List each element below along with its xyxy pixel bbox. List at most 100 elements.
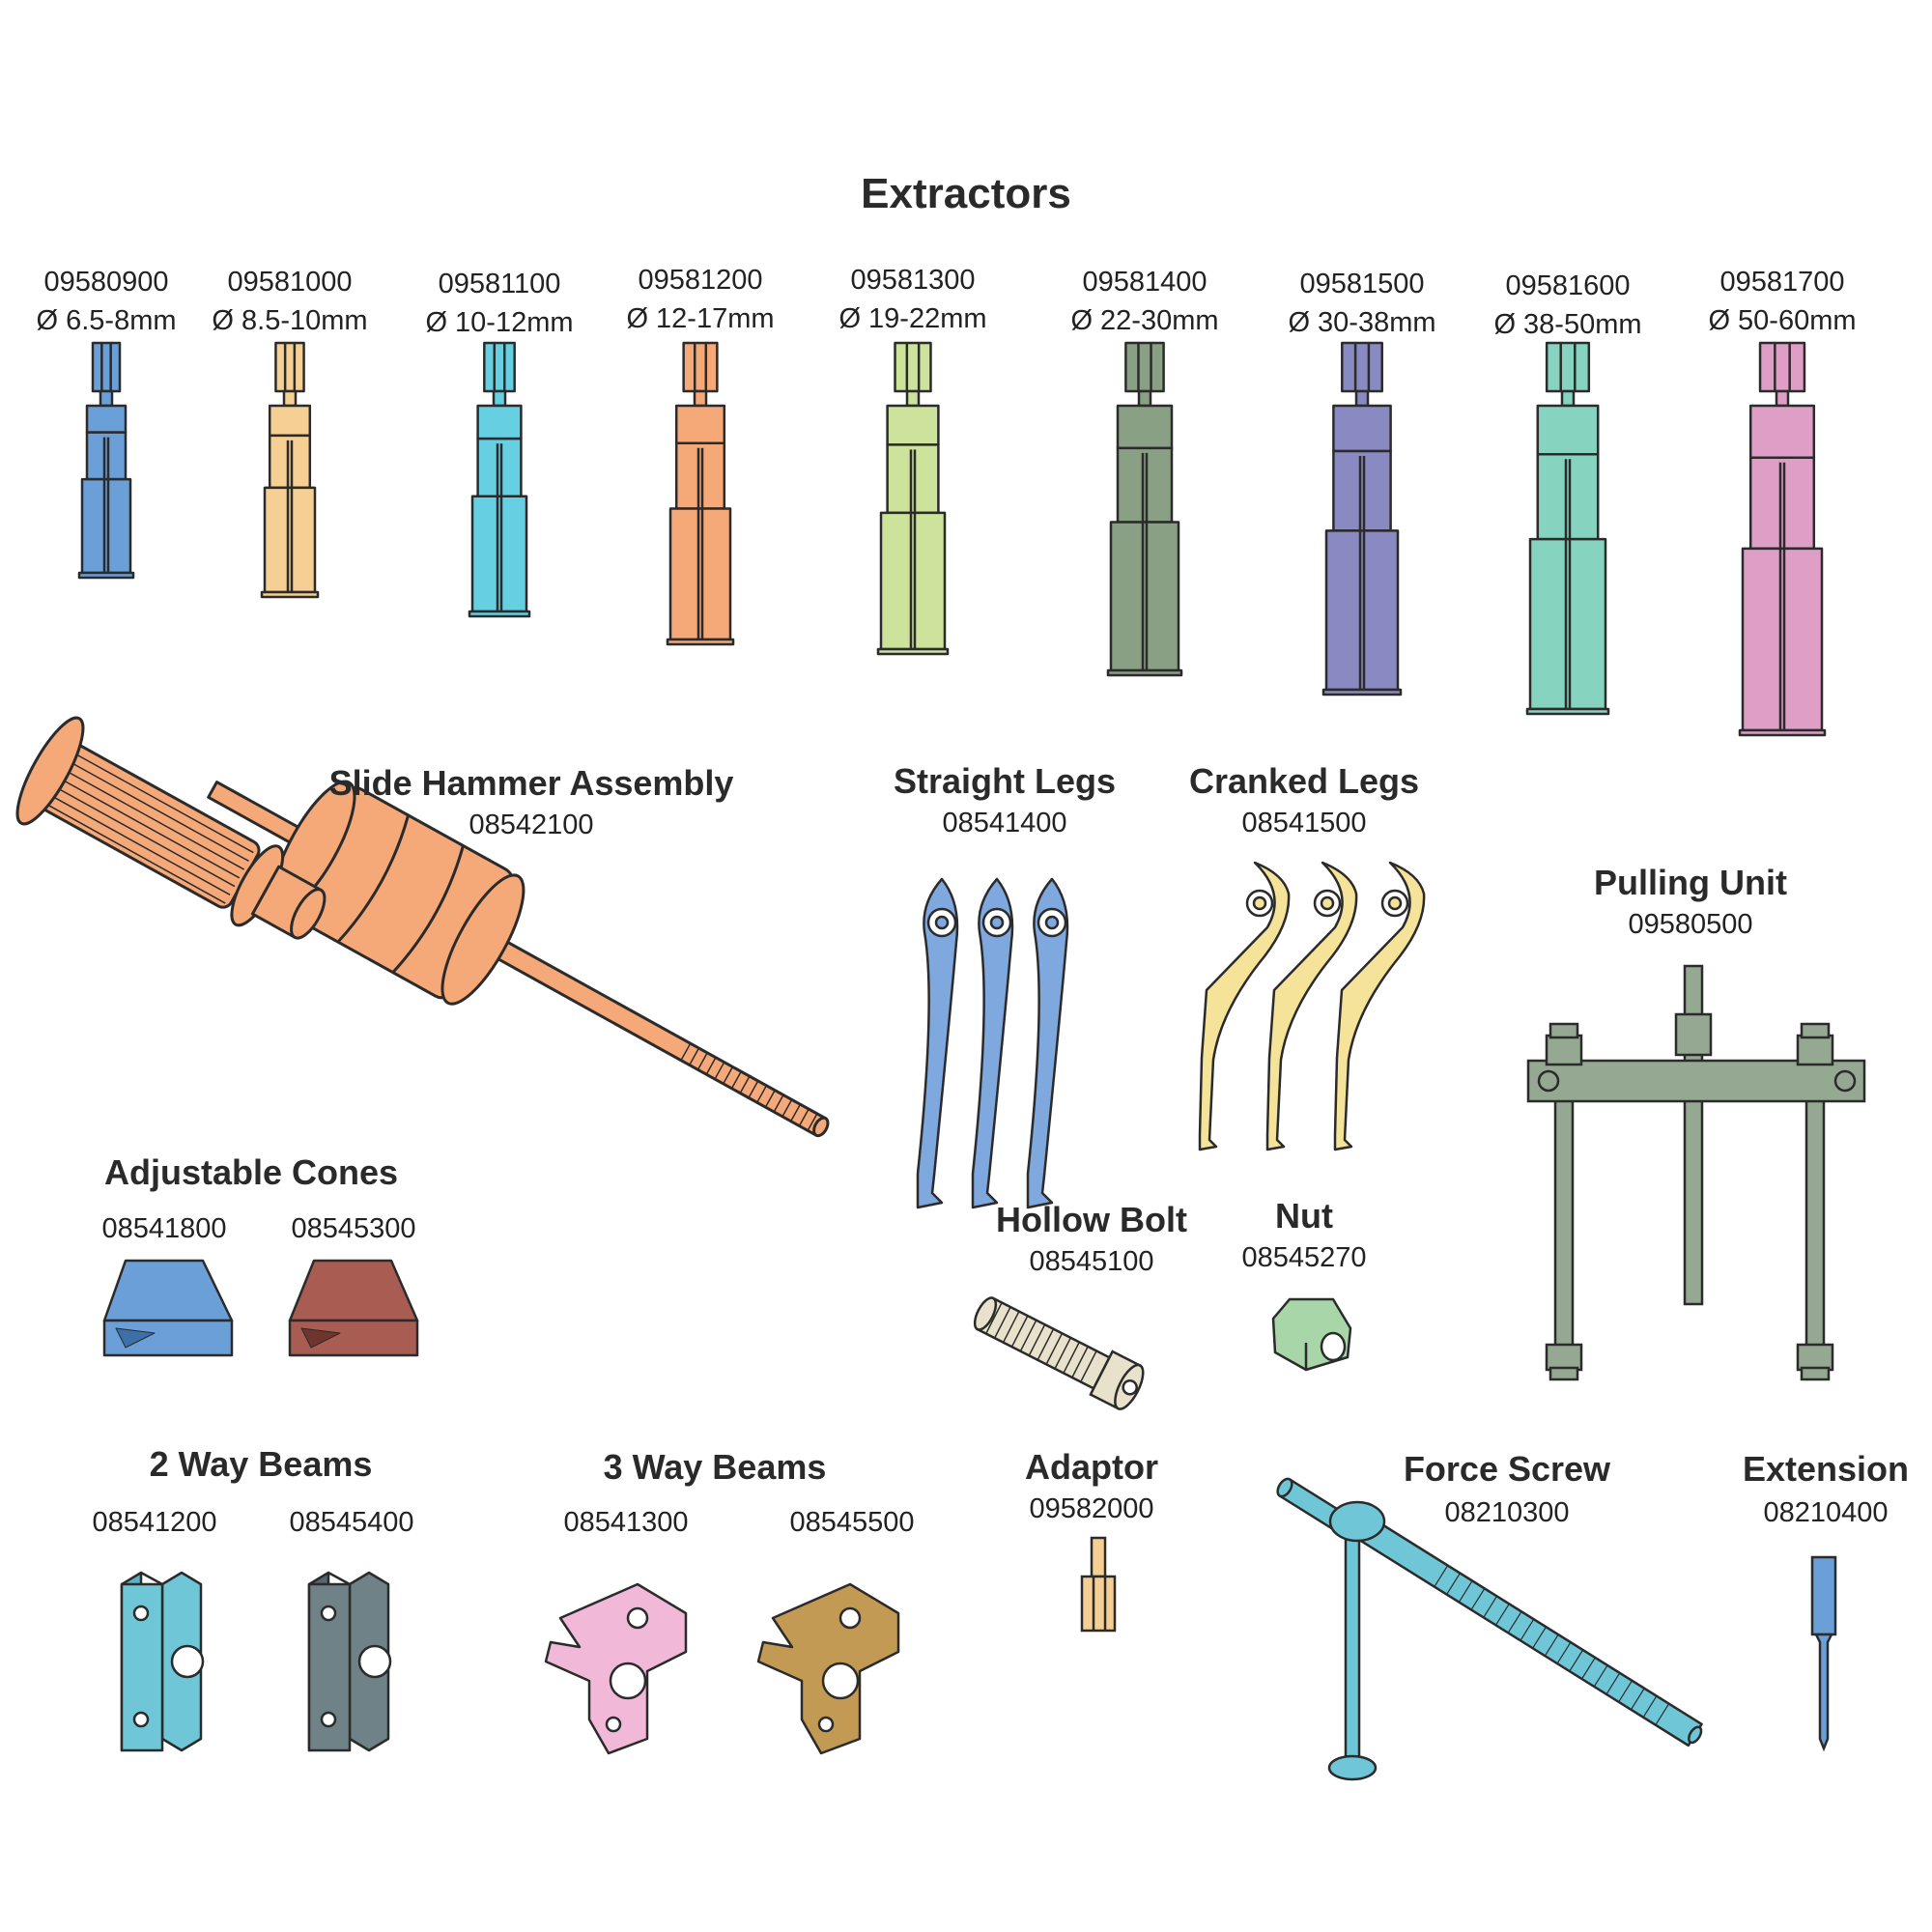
- extractor-code: 09581400: [1082, 267, 1208, 298]
- cranked-legs-drawing: [1198, 861, 1426, 1151]
- two-way-beams-code-a: 08541200: [92, 1507, 217, 1538]
- extractor-collar: [1536, 404, 1600, 456]
- extractor-foot: [1738, 728, 1827, 737]
- cranked-legs-code: 08541500: [1241, 808, 1367, 838]
- extractor-head: [682, 341, 719, 393]
- extractor-upper: [1332, 449, 1392, 532]
- extractor-3: [468, 341, 531, 618]
- extractor-size: Ø 6.5-8mm: [36, 305, 177, 336]
- extractor-lower: [668, 507, 732, 641]
- extractor-collar: [886, 404, 940, 446]
- nut-title: Nut: [1275, 1196, 1333, 1236]
- extractor-code: 09581600: [1505, 270, 1631, 301]
- adaptor-title: Adaptor: [1025, 1447, 1158, 1487]
- extractor-lower: [263, 486, 317, 594]
- page-title: Extractors: [861, 170, 1071, 217]
- force-screw-drawing: [1276, 1477, 1703, 1781]
- pulling-unit-drawing: [1526, 964, 1866, 1381]
- extension-title: Extension: [1742, 1449, 1910, 1489]
- extractor-7: [1321, 341, 1403, 696]
- extractor-foot: [77, 571, 135, 580]
- extractor-head: [1758, 341, 1806, 393]
- extractor-neck: [905, 389, 921, 408]
- extension-code: 08210400: [1763, 1497, 1889, 1528]
- extractor-collar: [1748, 404, 1816, 460]
- slide-hammer-code: 08542100: [469, 810, 594, 840]
- three-way-beams-title: 3 Way Beams: [603, 1447, 827, 1487]
- extractor-8: [1525, 341, 1610, 716]
- extractor-head: [483, 341, 516, 393]
- hollow-bolt-title: Hollow Bolt: [996, 1200, 1187, 1239]
- extractor-foot: [1525, 707, 1610, 716]
- extractor-size: Ø 12-17mm: [626, 303, 775, 334]
- extractor-collar: [674, 404, 726, 444]
- extractor-neck: [1137, 389, 1152, 408]
- adaptor-drawing: [1080, 1536, 1117, 1633]
- extractor-collar: [1116, 404, 1174, 450]
- extractor-upper: [674, 441, 726, 510]
- extractor-head: [1341, 341, 1383, 393]
- extractor-upper: [1116, 446, 1174, 524]
- extractor-foot: [1106, 668, 1183, 677]
- two-way-beams-drawing: [120, 1571, 392, 1752]
- extractor-code: 09581500: [1299, 269, 1425, 299]
- straight-legs-drawing: [916, 877, 1069, 1209]
- force-screw-code: 08210300: [1444, 1497, 1570, 1528]
- extractor-upper: [1748, 456, 1816, 551]
- extractor-code: 09580900: [43, 267, 169, 298]
- extractor-1: [77, 341, 135, 580]
- extractor-head: [894, 341, 932, 393]
- extractor-size: Ø 38-50mm: [1493, 309, 1642, 340]
- three-way-beams-drawing: [544, 1582, 900, 1755]
- cranked-legs-title: Cranked Legs: [1188, 761, 1420, 801]
- extractor-upper: [268, 434, 312, 490]
- extractor-9: [1738, 341, 1827, 737]
- extractor-foot: [876, 647, 950, 656]
- extension-drawing: [1810, 1555, 1837, 1752]
- extractor-foot: [1321, 688, 1403, 696]
- extractor-code: 09581200: [638, 265, 763, 296]
- extractor-4: [666, 341, 735, 646]
- extractor-neck: [1560, 389, 1576, 408]
- hollow-bolt-code: 08545100: [1029, 1246, 1154, 1277]
- extractor-neck: [99, 389, 114, 408]
- extractor-head: [91, 341, 122, 393]
- pulling-unit-title: Pulling Unit: [1594, 863, 1787, 902]
- slide-hammer-drawing: [15, 716, 830, 1138]
- extractor-neck: [282, 389, 298, 408]
- extractor-code: 09581700: [1719, 267, 1845, 298]
- nut-drawing: [1271, 1297, 1352, 1372]
- extractor-neck: [492, 389, 507, 408]
- extractor-foot: [468, 610, 531, 618]
- extractor-neck: [1354, 389, 1370, 408]
- adaptor-code: 09582000: [1029, 1493, 1154, 1524]
- adjustable-cones-code-a: 08541800: [101, 1213, 227, 1244]
- slide-hammer-title: Slide Hammer Assembly: [328, 763, 734, 803]
- extractor-collar: [268, 404, 312, 438]
- extractor-5: [876, 341, 950, 656]
- extractor-code: 09581100: [438, 269, 561, 299]
- extractor-collar: [476, 404, 523, 440]
- extractor-size: Ø 10-12mm: [425, 307, 574, 338]
- extractor-neck: [1775, 389, 1790, 408]
- extractor-size: Ø 22-30mm: [1070, 305, 1219, 336]
- straight-legs-title: Straight Legs: [893, 761, 1117, 801]
- two-way-beams-title: 2 Way Beams: [149, 1444, 373, 1484]
- extractor-size: Ø 8.5-10mm: [212, 305, 368, 336]
- extractor-neck: [693, 389, 708, 408]
- extractor-lower: [1741, 547, 1824, 732]
- extractor-head: [274, 341, 305, 393]
- force-screw-title: Force Screw: [1403, 1449, 1611, 1489]
- extractor-upper: [1536, 452, 1600, 541]
- extractor-foot: [260, 590, 320, 599]
- extractor-lower: [1324, 529, 1400, 692]
- extractor-collar: [85, 404, 128, 434]
- straight-legs-code: 08541400: [942, 808, 1067, 838]
- extractor-upper: [476, 437, 523, 497]
- extractor-size: Ø 50-60mm: [1708, 305, 1857, 336]
- extractor-lower: [1109, 521, 1180, 672]
- extractor-drawings: [77, 341, 1827, 737]
- extractor-2: [260, 341, 320, 599]
- extractor-lower: [80, 477, 132, 575]
